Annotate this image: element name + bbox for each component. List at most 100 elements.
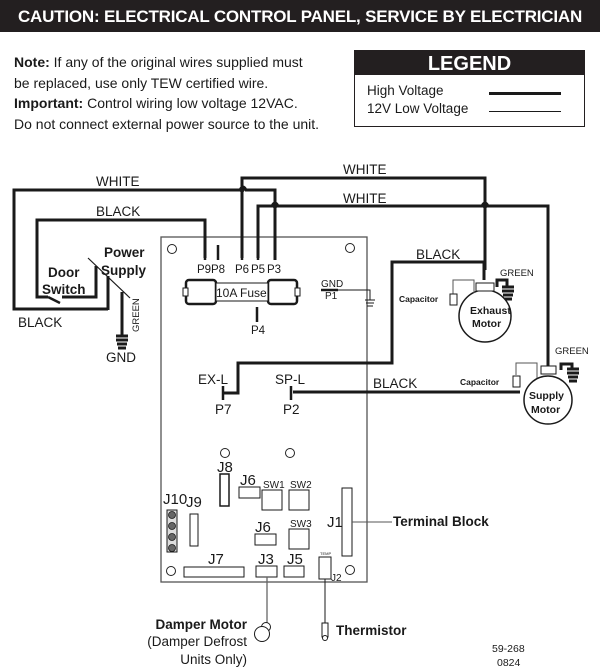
label-p9: P9 xyxy=(197,264,211,276)
label-j7: J7 xyxy=(208,551,224,568)
note-label: Note: xyxy=(14,54,50,70)
legend-line-thin xyxy=(489,111,561,113)
label-j2: J2 xyxy=(331,573,342,584)
dip-switch-sw3 xyxy=(288,528,310,550)
supply-capacitor-lead xyxy=(515,362,538,378)
note-text-1: If any of the original wires supplied mu… xyxy=(49,54,303,70)
connector-j10 xyxy=(166,509,178,553)
mount-hole xyxy=(220,448,230,458)
wire-black-exhaust xyxy=(222,260,486,395)
legend: LEGEND High Voltage 12V Low Voltage xyxy=(354,50,585,127)
wire-green-exhaust xyxy=(495,278,509,287)
label-spl: SP-L xyxy=(275,372,306,387)
board-connectors xyxy=(166,473,353,580)
ground-symbol-power xyxy=(116,334,128,350)
label-p7: P7 xyxy=(215,402,232,417)
label-door-switch-1: Door xyxy=(48,265,80,280)
control-board xyxy=(160,236,368,583)
label-thermistor: Thermistor xyxy=(336,623,407,638)
label-p3: P3 xyxy=(267,264,281,276)
label-fuse: 10A Fuse xyxy=(216,286,267,300)
wire-white-second xyxy=(256,201,550,368)
connector-j5 xyxy=(283,565,305,578)
warning-text: Do not connect external power source to … xyxy=(14,115,320,132)
label-p4: P4 xyxy=(251,325,266,337)
important-label: Important: xyxy=(14,95,84,111)
connector-j2 xyxy=(318,556,332,580)
label-power-supply-2: Supply xyxy=(101,263,146,278)
label-j1: J1 xyxy=(327,514,343,531)
board-mount-holes xyxy=(166,243,355,576)
connector-j1 xyxy=(341,487,353,557)
legend-item-high-voltage: High Voltage xyxy=(367,83,444,98)
label-p1: P1 xyxy=(325,291,338,302)
junction-dots xyxy=(239,187,488,209)
legend-item-low-voltage: 12V Low Voltage xyxy=(367,101,469,116)
label-gnd: GND xyxy=(106,350,136,365)
supply-capacitor xyxy=(512,375,521,388)
connector-j8 xyxy=(219,473,230,507)
junction-dot xyxy=(239,187,245,193)
label-capacitor-exhaust: Capacitor xyxy=(399,294,439,304)
wire-black-inner xyxy=(35,218,207,299)
label-white-second: WHITE xyxy=(343,191,387,206)
label-green-exhaust: GREEN xyxy=(500,268,534,279)
label-p2: P2 xyxy=(283,402,300,417)
doc-part-number: 59-268 xyxy=(492,643,525,655)
important-text: Control wiring low voltage 12VAC. xyxy=(83,95,298,111)
legend-line-thick xyxy=(489,92,561,95)
label-j3: J3 xyxy=(258,551,274,568)
connector-j7 xyxy=(183,566,245,578)
label-gnd-pin: GND xyxy=(321,279,343,290)
caution-text: CAUTION: ELECTRICAL CONTROL PANEL, SERVI… xyxy=(17,7,583,60)
supply-motor xyxy=(523,375,573,425)
legend-title: LEGEND xyxy=(355,51,584,75)
label-j6b: J6 xyxy=(255,519,271,536)
label-exhaust-motor-2: Motor xyxy=(472,318,501,330)
label-sw3: SW3 xyxy=(290,519,312,530)
wire-green-supply xyxy=(559,362,574,370)
thermistor-symbol xyxy=(321,622,329,641)
door-switch-contact xyxy=(47,295,61,305)
label-black-supply: BLACK xyxy=(373,376,417,391)
label-j8: J8 xyxy=(217,459,233,476)
label-capacitor-supply: Capacitor xyxy=(460,377,500,387)
mount-hole xyxy=(166,566,176,576)
connector-j6a xyxy=(238,486,261,499)
mount-hole xyxy=(345,565,355,575)
label-door-switch-2: Switch xyxy=(42,282,86,297)
label-white-outer: WHITE xyxy=(96,174,140,189)
label-p6: P6 xyxy=(235,264,249,276)
fuse xyxy=(182,278,301,306)
label-j10: J10 xyxy=(163,491,187,508)
label-damper-note-2: Units Only) xyxy=(180,652,247,667)
label-sw1: SW1 xyxy=(263,480,285,491)
damper-motor-symbol xyxy=(254,622,271,642)
label-j6a: J6 xyxy=(240,472,256,489)
wire-white-outer xyxy=(12,188,240,311)
wire-white-top xyxy=(240,176,487,270)
junction-dot xyxy=(272,203,278,209)
caution-banner: CAUTION: ELECTRICAL CONTROL PANEL, SERVI… xyxy=(0,0,600,60)
supply-motor-terminal xyxy=(540,365,557,375)
board-pins xyxy=(203,245,293,400)
label-sw2: SW2 xyxy=(290,480,312,491)
mount-hole xyxy=(285,448,295,458)
dip-switch-sw2 xyxy=(288,489,310,511)
label-white-top: WHITE xyxy=(343,162,387,177)
ground-symbol-supply xyxy=(567,367,579,383)
label-green-supply: GREEN xyxy=(555,346,589,357)
label-terminal-block: Terminal Block xyxy=(393,514,489,529)
ground-symbol-exhaust xyxy=(502,285,514,301)
label-damper-motor: Damper Motor xyxy=(155,617,247,632)
high-voltage-wires xyxy=(12,176,574,395)
exhaust-capacitor xyxy=(449,293,458,306)
label-exhaust-motor-1: Exhaust xyxy=(470,305,511,317)
label-j5: J5 xyxy=(287,551,303,568)
power-supply-symbol xyxy=(87,257,131,299)
label-black-exhaust: BLACK xyxy=(416,247,460,262)
label-supply-motor-1: Supply xyxy=(529,390,564,402)
label-damper-note-1: (Damper Defrost xyxy=(147,634,247,649)
mount-hole xyxy=(345,243,355,253)
